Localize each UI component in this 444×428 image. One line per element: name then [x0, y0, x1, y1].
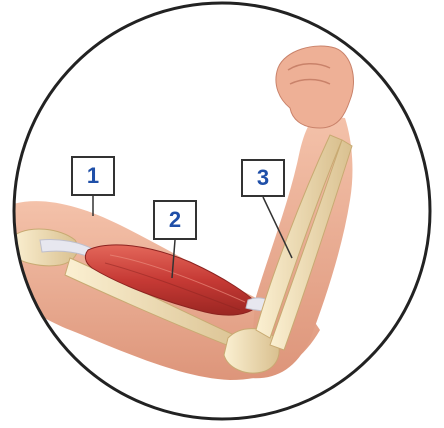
label-2: 2: [153, 200, 197, 240]
label-1: 1: [71, 156, 115, 196]
label-3: 3: [241, 159, 285, 197]
